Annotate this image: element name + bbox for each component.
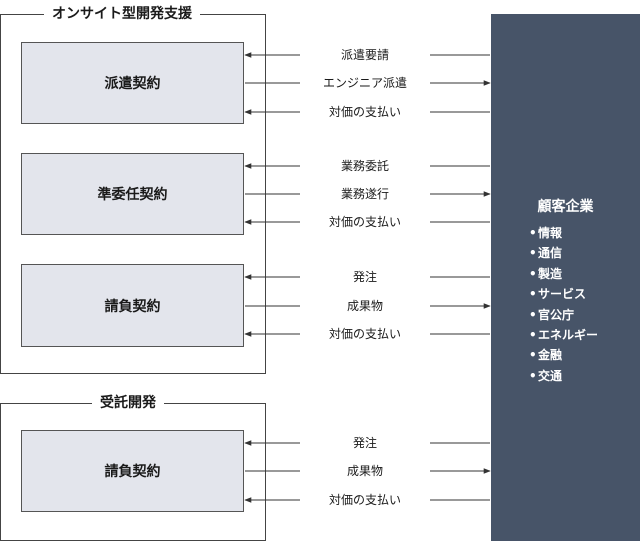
contract-label: 請負契約 xyxy=(104,298,161,315)
flow-label: 発注 xyxy=(300,270,430,284)
industry-label: 交通 xyxy=(538,368,563,383)
industry-item: •情報 xyxy=(529,223,598,243)
group-title-onsite: オンサイト型開発支援 xyxy=(44,5,200,23)
group-title-contract-dev: 受託開発 xyxy=(92,394,164,412)
flow-label: 業務遂行 xyxy=(300,187,430,201)
client-title: 顧客企業 xyxy=(537,199,594,215)
contract-box-dispatch: 派遣契約 xyxy=(21,42,244,124)
bullet: • xyxy=(529,328,537,343)
contract-label: 準委任契約 xyxy=(97,187,168,203)
industry-item: •サービス xyxy=(529,284,598,304)
client-company-panel: 顧客企業 •情報 •通信 •製造 •サービス •官公庁 •エネルギー •金融 •… xyxy=(491,14,640,541)
bullet: • xyxy=(529,246,537,261)
industry-label: 通信 xyxy=(538,246,563,261)
industry-list: •情報 •通信 •製造 •サービス •官公庁 •エネルギー •金融 •交通 xyxy=(529,223,598,386)
industry-item: •通信 xyxy=(529,243,598,263)
flow-label: 成果物 xyxy=(300,299,430,313)
bullet: • xyxy=(529,226,537,240)
industry-label: 官公庁 xyxy=(538,307,575,322)
industry-item: •エネルギー xyxy=(529,325,598,345)
industry-label: サービス xyxy=(538,287,587,302)
flow-label: 対価の支払い xyxy=(300,105,430,119)
contract-box-contracting: 請負契約 xyxy=(21,264,244,347)
contract-box-contracting-2: 請負契約 xyxy=(21,430,244,512)
contract-label: 請負契約 xyxy=(104,464,161,480)
industry-label: 情報 xyxy=(538,226,563,240)
flow-label: 発注 xyxy=(300,436,430,450)
bullet: • xyxy=(529,307,537,322)
bullet: • xyxy=(529,368,537,383)
bullet: • xyxy=(529,348,537,363)
flow-label: 業務委託 xyxy=(300,159,430,173)
bullet: • xyxy=(529,287,537,302)
contract-box-quasi-mandate: 準委任契約 xyxy=(21,153,244,235)
industry-label: 金融 xyxy=(538,348,563,363)
flow-label: 成果物 xyxy=(300,464,430,478)
flow-label: 対価の支払い xyxy=(300,327,430,341)
industry-label: 製造 xyxy=(538,266,563,281)
flow-label: 対価の支払い xyxy=(300,215,430,229)
industry-item: •官公庁 xyxy=(529,305,598,325)
industry-item: •製造 xyxy=(529,264,598,284)
flow-label: 派遣要請 xyxy=(300,48,430,62)
industry-item: •交通 xyxy=(529,366,598,386)
bullet: • xyxy=(529,266,537,281)
flow-label: エンジニア派遣 xyxy=(300,76,430,90)
industry-item: •金融 xyxy=(529,345,598,365)
industry-label: エネルギー xyxy=(538,328,599,343)
contract-label: 派遣契約 xyxy=(104,76,161,92)
flow-label: 対価の支払い xyxy=(300,493,430,507)
